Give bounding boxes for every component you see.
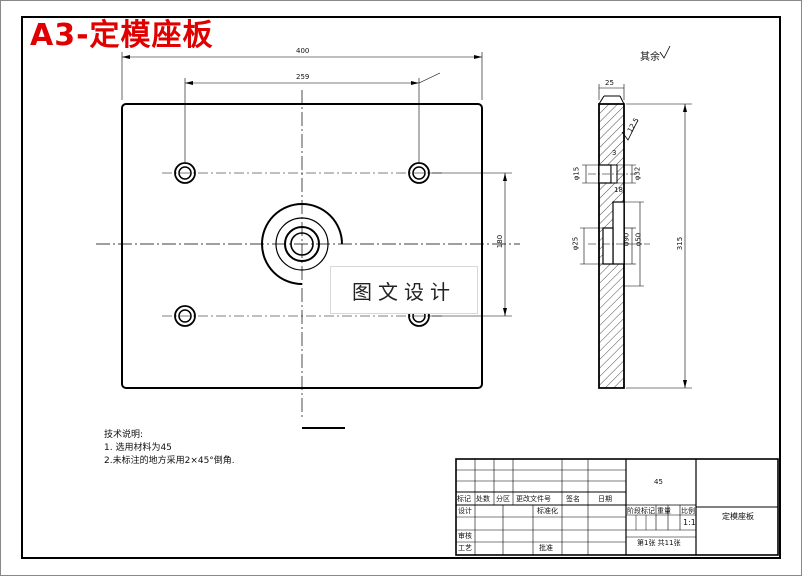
drawing-title: A3-定模座板 bbox=[30, 18, 214, 53]
center-boss bbox=[261, 203, 343, 285]
dim-label-d25: φ25 bbox=[571, 236, 580, 251]
bolt-hole-top-right bbox=[408, 162, 430, 184]
dim-label-315: 315 bbox=[676, 236, 685, 251]
tb-stage-mark: 阶段标记 bbox=[627, 507, 655, 515]
tb-header-sign: 签名 bbox=[566, 495, 580, 503]
tb-scale: 比例 bbox=[681, 507, 695, 515]
tb-process: 工艺 bbox=[458, 544, 472, 552]
dim-label-259: 259 bbox=[296, 73, 310, 81]
tb-weight: 重量 bbox=[657, 507, 671, 515]
dim-label-d32: φ32 bbox=[633, 166, 642, 181]
notes-line-1: 1. 选用材料为45 bbox=[104, 443, 172, 453]
tb-header-docno: 更改文件号 bbox=[516, 495, 551, 503]
tb-review: 审核 bbox=[458, 532, 472, 540]
tb-material: 45 bbox=[654, 478, 663, 486]
tb-approve: 批准 bbox=[539, 544, 553, 552]
title-block bbox=[455, 458, 779, 556]
dimension-259 bbox=[184, 72, 441, 162]
tb-standardize: 标准化 bbox=[537, 507, 558, 515]
dimension-180 bbox=[430, 172, 512, 317]
tb-scale-value: 1:1 bbox=[683, 518, 696, 527]
dim-label-180: 180 bbox=[496, 234, 505, 249]
dim-label-400: 400 bbox=[296, 47, 310, 55]
tb-header-date: 日期 bbox=[598, 495, 612, 503]
dim-label-3: 3 bbox=[612, 149, 617, 157]
tb-header-zone: 分区 bbox=[496, 495, 510, 503]
bolt-hole-bottom-left bbox=[174, 305, 196, 327]
tb-sheet-info: 第1张 共11张 bbox=[637, 539, 681, 547]
dim-label-d90: φ90 bbox=[622, 232, 631, 247]
watermark-label: 图文设计 bbox=[330, 266, 478, 314]
tb-header-mark: 标记 bbox=[457, 495, 471, 503]
side-section-view bbox=[580, 45, 692, 389]
bolt-hole-top-left bbox=[174, 162, 196, 184]
front-view bbox=[96, 52, 520, 429]
notes-line-2: 2.未标注的地方采用2×45°倒角. bbox=[104, 456, 235, 466]
drawing-frame bbox=[21, 16, 781, 559]
tb-part-name: 定模座板 bbox=[722, 512, 754, 521]
tb-header-count: 处数 bbox=[476, 495, 490, 503]
tb-design: 设计 bbox=[458, 507, 472, 515]
dim-label-d15: φ15 bbox=[572, 166, 581, 181]
dim-label-25: 25 bbox=[605, 79, 614, 87]
surface-finish-note: 其余 bbox=[640, 52, 660, 63]
dimension-400 bbox=[121, 52, 483, 100]
technical-notes: 技术说明: 1. 选用材料为45 2.未标注的地方采用2×45°倒角. bbox=[104, 429, 235, 468]
dim-label-18: 18 bbox=[614, 186, 623, 194]
dim-label-d50: φ50 bbox=[634, 232, 643, 247]
notes-heading: 技术说明: bbox=[104, 430, 144, 440]
